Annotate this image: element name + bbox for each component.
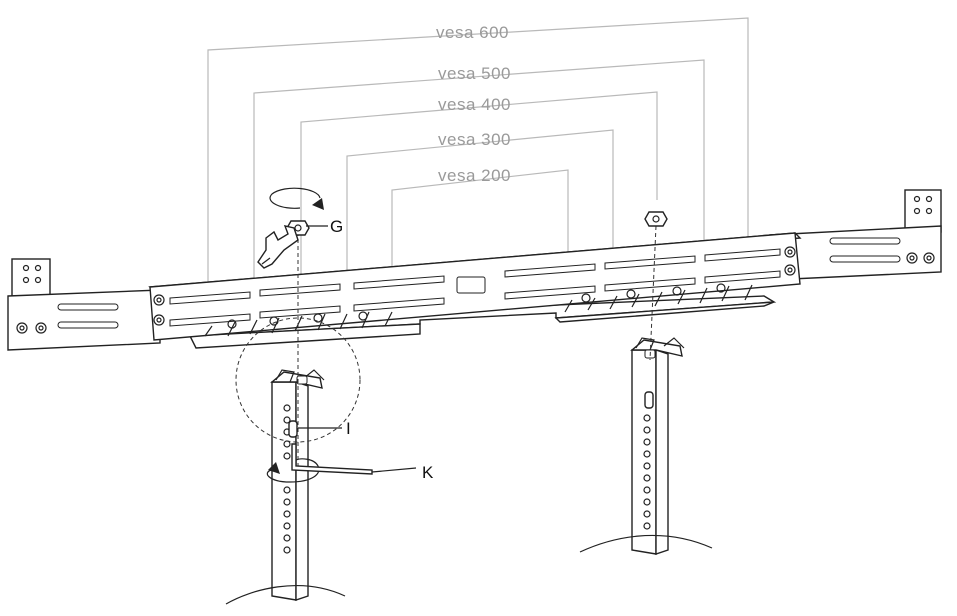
- vesa-500-label: vesa 500: [438, 64, 511, 83]
- vesa-600-dimension: [207, 17, 749, 300]
- right-post-holes: [643, 414, 651, 530]
- main-crossbar: [148, 232, 802, 349]
- vesa-200-label: vesa 200: [438, 166, 511, 185]
- lower-flange-tabs-right: [564, 283, 753, 313]
- vesa-400-dimension: [300, 91, 658, 300]
- vesa-300-label: vesa 300: [438, 130, 511, 149]
- crossbar-slots: [169, 248, 781, 327]
- rotate-arrow-icon-top: [269, 187, 324, 210]
- assembly-guides: [235, 225, 657, 470]
- vesa-200-dimension: [391, 169, 569, 310]
- left-end-bracket: [7, 258, 161, 351]
- callout-k-label: K: [422, 463, 434, 482]
- vesa-500-dimension: [253, 59, 705, 298]
- wrench-icon: [257, 225, 299, 269]
- vesa-dimension-group: vesa 600 vesa 500 vesa 400 vesa 300 vesa…: [207, 17, 749, 310]
- left-post: [225, 369, 346, 605]
- lower-flange-tabs-left: [204, 311, 393, 337]
- vesa-400-label: vesa 400: [438, 95, 511, 114]
- rotate-arrow-icon-bottom: [266, 458, 320, 483]
- callout-i-label: I: [346, 419, 351, 438]
- nut-right: [644, 211, 668, 227]
- vesa-600-label: vesa 600: [436, 23, 509, 42]
- hex-key-icon: [291, 443, 373, 475]
- callouts: G I K: [298, 217, 434, 482]
- detail-circle: [235, 317, 361, 443]
- vesa-300-dimension: [346, 129, 614, 300]
- right-end-bracket: [769, 189, 942, 281]
- callout-g-label: G: [330, 217, 343, 236]
- right-post: [579, 337, 713, 555]
- left-post-holes: [283, 404, 291, 554]
